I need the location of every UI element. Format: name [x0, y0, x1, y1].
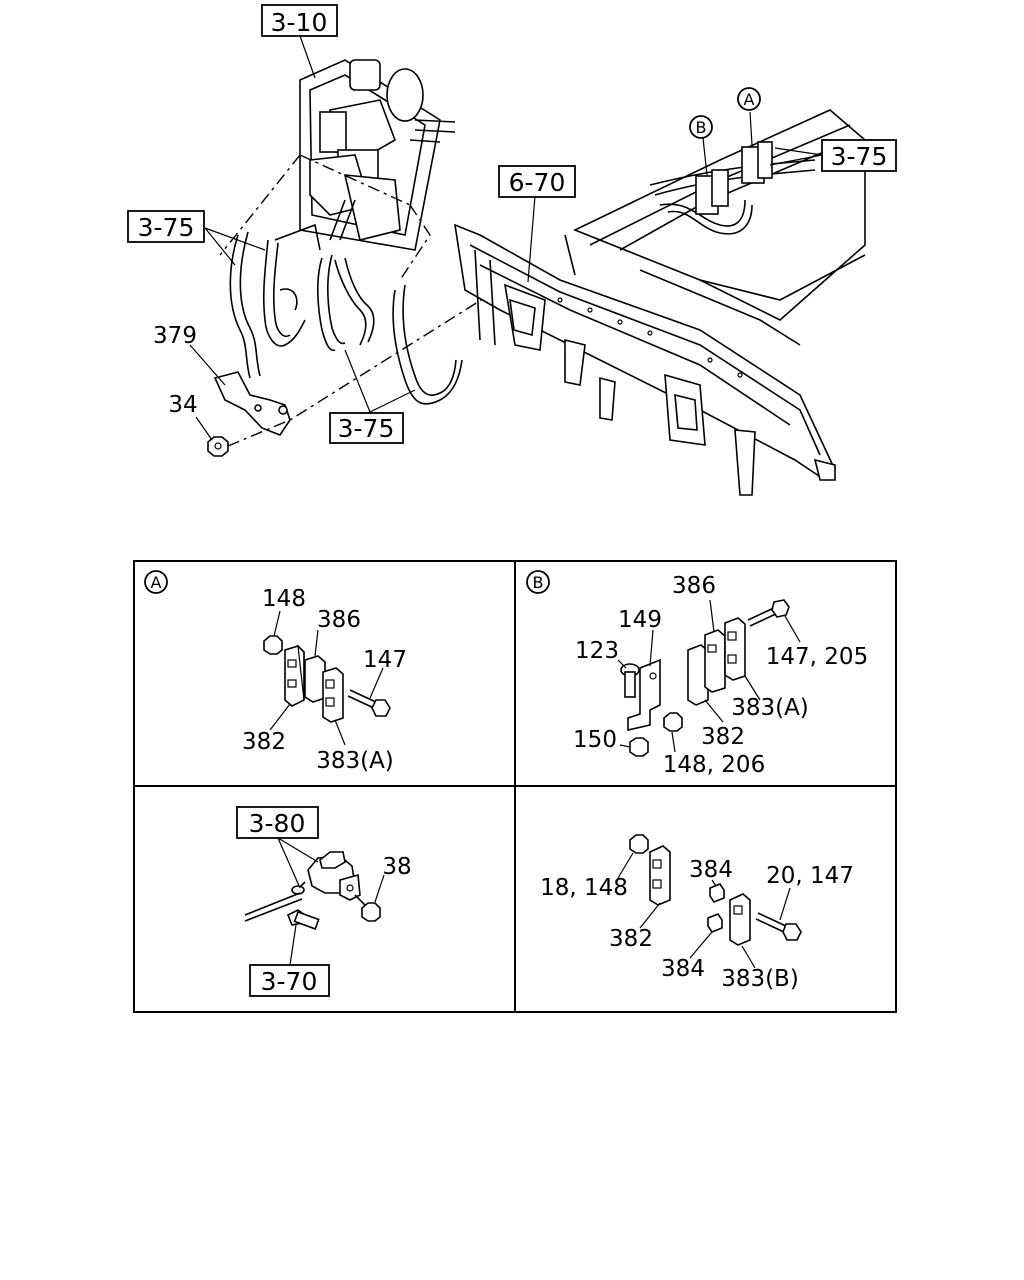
panel-b-label-149: 149 — [618, 607, 662, 633]
brake-pipes-drawing — [204, 223, 463, 413]
panel-a-label-383a: 383(A) — [316, 748, 394, 774]
panel-b-label-383a: 383(A) — [731, 695, 809, 721]
panel-d-label-384-top: 384 — [689, 857, 733, 883]
ref-3-70: 3-70 — [261, 967, 318, 996]
panel-b-marker-circle — [526, 570, 550, 594]
part-label-34: 34 — [168, 392, 197, 418]
panel-a: A 148 386 147 382 383(A) — [144, 570, 407, 774]
ref-6-70: 6-70 — [509, 168, 566, 197]
ref-3-80: 3-80 — [249, 809, 306, 838]
ref-box-3-75-left — [127, 210, 205, 243]
ref-3-75-bottom: 3-75 — [338, 414, 395, 443]
panel-d: 18, 148 384 20, 147 382 384 383(B) — [540, 834, 854, 992]
bracket-379-drawing — [189, 284, 506, 457]
panel-d-label-383b: 383(B) — [721, 966, 799, 992]
panel-c: 3-80 3-70 38 — [236, 806, 412, 997]
panel-b-label-150: 150 — [573, 727, 617, 753]
panel-d-label-18-148: 18, 148 — [540, 875, 628, 901]
panel-d-label-20-147: 20, 147 — [766, 863, 854, 889]
part-label-379: 379 — [153, 323, 197, 349]
panel-b-label-123: 123 — [575, 638, 619, 664]
panel-a-marker-circle — [144, 570, 168, 594]
panel-a-label-147: 147 — [363, 647, 407, 673]
ref-3-75-left: 3-75 — [138, 213, 195, 242]
panel-a-marker: A — [151, 573, 162, 592]
callout-b: B — [696, 118, 707, 137]
pedal-assembly-drawing — [219, 59, 456, 281]
callout-circle-b — [689, 115, 713, 139]
panel-d-label-384-bottom: 384 — [661, 956, 705, 982]
panel-b-marker: B — [533, 573, 544, 592]
panel-b-label-382: 382 — [701, 724, 745, 750]
ref-box-6-70 — [498, 165, 576, 198]
ref-box-3-80 — [236, 806, 319, 839]
ref-box-3-75-top — [821, 139, 897, 172]
callout-circle-a — [737, 87, 761, 111]
ref-box-3-10 — [261, 4, 338, 37]
detail-grid — [133, 560, 897, 1013]
panel-a-label-382: 382 — [242, 729, 286, 755]
ref-box-3-70 — [249, 964, 330, 997]
panel-a-label-148: 148 — [262, 586, 306, 612]
ref-3-10: 3-10 — [271, 8, 328, 37]
panel-d-label-382: 382 — [609, 926, 653, 952]
panel-b-label-147-205: 147, 205 — [766, 644, 868, 670]
ref-3-75-top: 3-75 — [831, 142, 888, 171]
panel-b-label-386: 386 — [672, 573, 716, 599]
panel-c-label-38: 38 — [382, 854, 411, 880]
ref-box-3-75-bottom — [329, 412, 404, 444]
panel-b: B 386 149 123 147, 205 383(A) — [526, 570, 868, 778]
chassis-frame-drawing — [453, 109, 866, 496]
panel-a-label-386: 386 — [317, 607, 361, 633]
panel-b-label-148-206: 148, 206 — [663, 752, 765, 778]
callout-a: A — [744, 90, 755, 109]
